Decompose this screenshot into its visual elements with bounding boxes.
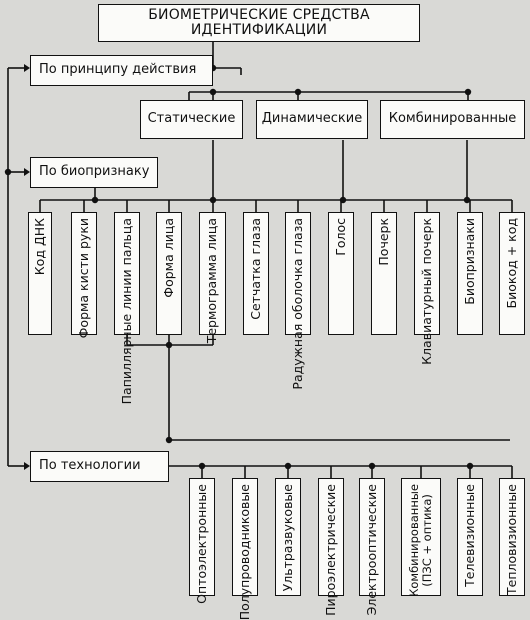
technology-semiconductor: Полупроводниковые — [232, 478, 258, 620]
biosign-label: Клавиатурный почерк — [418, 218, 434, 365]
connector-lines — [4, 42, 513, 478]
biosign-face-shape: Форма лица — [156, 212, 182, 335]
technology-label: Пироэлектрические — [322, 484, 338, 616]
category-by-technology-label: По технологии — [39, 458, 141, 474]
technology-label: Электрооптические — [363, 484, 379, 616]
biosign-fingerprint: Папиллярные линии пальца — [114, 212, 140, 404]
biosign-label: Голос — [332, 218, 348, 256]
category-by-principle-label: По принципу действия — [39, 62, 197, 78]
technology-label: Оптоэлектронные — [193, 484, 209, 604]
biosign-label: Биопризнаки — [461, 218, 477, 305]
biosign-biosigns: Биопризнаки — [457, 212, 483, 335]
biosign-label: Код ДНК — [31, 218, 47, 276]
category-by-biosign-label: По биопризнаку — [39, 164, 150, 180]
principle-static: Статические — [140, 100, 243, 139]
biosign-retina: Сетчатка глаза — [243, 212, 269, 335]
diagram-title-text: БИОМЕТРИЧЕСКИЕ СРЕДСТВА ИДЕНТИФИКАЦИИ — [148, 6, 370, 38]
technology-television: Телевизионные — [457, 478, 483, 596]
principle-dynamic: Динамические — [256, 100, 368, 139]
biosign-face-thermogram: Термограмма лица — [199, 212, 226, 343]
technology-ultrasonic: Ультразвуковые — [275, 478, 301, 596]
biosign-voice: Голос — [328, 212, 354, 335]
technology-combined-name: Комбинированные — [406, 484, 421, 597]
category-by-biosign: По биопризнаку — [30, 157, 158, 188]
biosign-label: Биокод + код — [503, 218, 519, 309]
biosign-label: Форма лица — [160, 218, 176, 298]
technology-label: Ультразвуковые — [279, 484, 295, 592]
classification-diagram: БИОМЕТРИЧЕСКИЕ СРЕДСТВА ИДЕНТИФИКАЦИИ По… — [4, 4, 525, 620]
technology-label: Тепловизионные — [503, 484, 519, 595]
principle-dynamic-label: Динамические — [261, 111, 363, 127]
biosign-iris: Радужная оболочка глаза — [285, 212, 311, 390]
biosign-label: Термограмма лица — [204, 218, 220, 344]
biosign-label: Сетчатка глаза — [247, 218, 263, 320]
biosign-handwriting: Почерк — [371, 212, 397, 335]
diagram-title: БИОМЕТРИЧЕСКИЕ СРЕДСТВА ИДЕНТИФИКАЦИИ — [98, 4, 420, 42]
technology-pyroelectric: Пироэлектрические — [318, 478, 344, 616]
principle-static-label: Статические — [147, 111, 236, 127]
technology-combined-label: Комбинированные(ПЗС + оптика) — [406, 484, 434, 597]
biosign-label: Почерк — [375, 218, 391, 266]
biosign-label: Папиллярные линии пальца — [118, 218, 134, 405]
biosign-biocode-code: Биокод + код — [499, 212, 525, 335]
technology-combined-note: (ПЗС + оптика) — [420, 494, 434, 587]
category-by-principle: По принципу действия — [30, 55, 213, 86]
technology-electrooptic: Электрооптические — [359, 478, 385, 615]
biosign-label: Радужная оболочка глаза — [289, 218, 305, 390]
technology-label: Телевизионные — [461, 484, 477, 587]
technology-combined: Комбинированные(ПЗС + оптика) — [401, 478, 441, 597]
biosign-keystroke: Клавиатурный почерк — [414, 212, 440, 365]
principle-combined-label: Комбинированные — [388, 111, 517, 127]
technology-optoelectronic: Оптоэлектронные — [189, 478, 215, 604]
technology-thermal-imaging: Тепловизионные — [499, 478, 525, 596]
biosign-label: Форма кисти руки — [75, 218, 91, 339]
principle-combined: Комбинированные — [380, 100, 525, 139]
biosign-hand-shape: Форма кисти руки — [71, 212, 97, 339]
biosign-dna-code: Код ДНК — [28, 212, 52, 335]
category-by-technology: По технологии — [30, 451, 169, 482]
